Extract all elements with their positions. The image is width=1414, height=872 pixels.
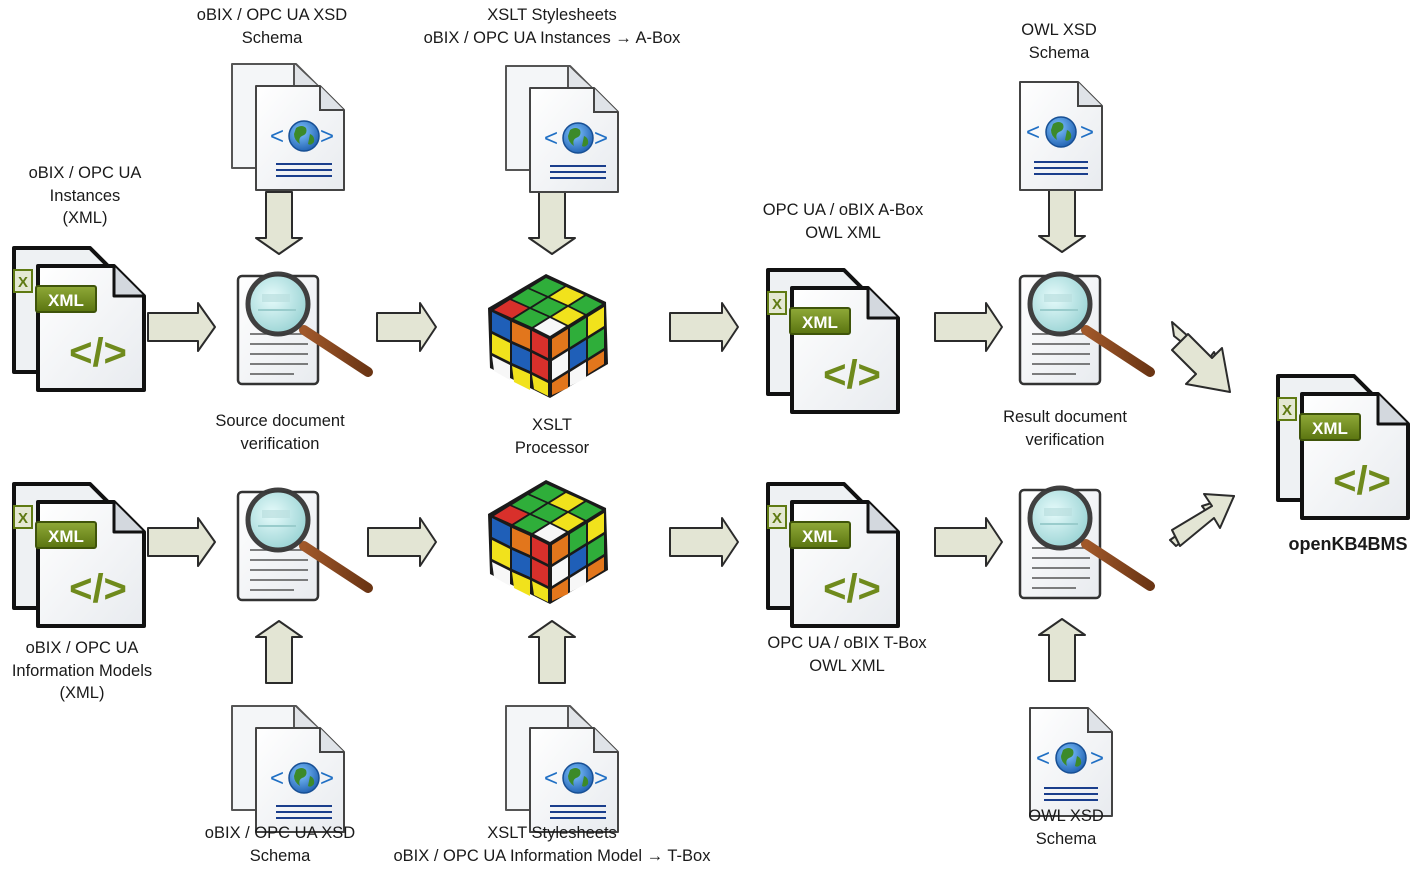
arrow-xslt-down xyxy=(528,191,576,255)
owl-icon-bottom xyxy=(1029,707,1113,817)
result-arrows xyxy=(1171,333,1235,547)
arrow-schema-up xyxy=(255,620,303,684)
xsd-icon-top-xslt xyxy=(505,65,619,193)
xsd-icon-bottom-schema xyxy=(231,705,345,833)
arrow-processor-to-tbox xyxy=(669,517,739,567)
arrow-tbox-to-verify xyxy=(934,517,1003,567)
arrow-instances-to-verify xyxy=(147,302,216,352)
arrow-verify-to-processor xyxy=(376,302,437,352)
arrow-verify-to-processor-bottom xyxy=(367,517,437,567)
arrow-schema-down xyxy=(255,191,303,255)
xsd-icon-bottom-xslt xyxy=(505,705,619,833)
label-result: openKB4BMS xyxy=(1288,534,1408,554)
verify-icon-result-top xyxy=(1020,274,1150,384)
verify-icon-result-bottom xyxy=(1020,488,1150,598)
verify-icon-source-bottom xyxy=(238,490,368,600)
cube-icon-bottom xyxy=(488,480,608,604)
xml-icon-abox xyxy=(766,268,900,414)
arrow-diag-lower xyxy=(1171,493,1235,547)
xsd-icon-top-schema xyxy=(231,63,345,191)
xml-icon-tbox xyxy=(766,482,900,628)
xml-icon-models xyxy=(12,482,146,628)
xml-icon-instances xyxy=(12,246,146,392)
arrow-owl-up xyxy=(1038,618,1086,682)
arrow-owl-down xyxy=(1038,189,1086,253)
arrow-processor-to-abox xyxy=(669,302,739,352)
arrow-xslt-up xyxy=(528,620,576,684)
arrow-diag-upper xyxy=(1171,333,1231,393)
arrow-abox-to-verify xyxy=(934,302,1003,352)
verify-icon-source-top xyxy=(238,274,368,384)
cube-icon-top xyxy=(488,274,608,398)
arrow-models-to-verify xyxy=(147,517,216,567)
owl-icon-top xyxy=(1019,81,1103,191)
xml-icon-result xyxy=(1276,374,1410,520)
